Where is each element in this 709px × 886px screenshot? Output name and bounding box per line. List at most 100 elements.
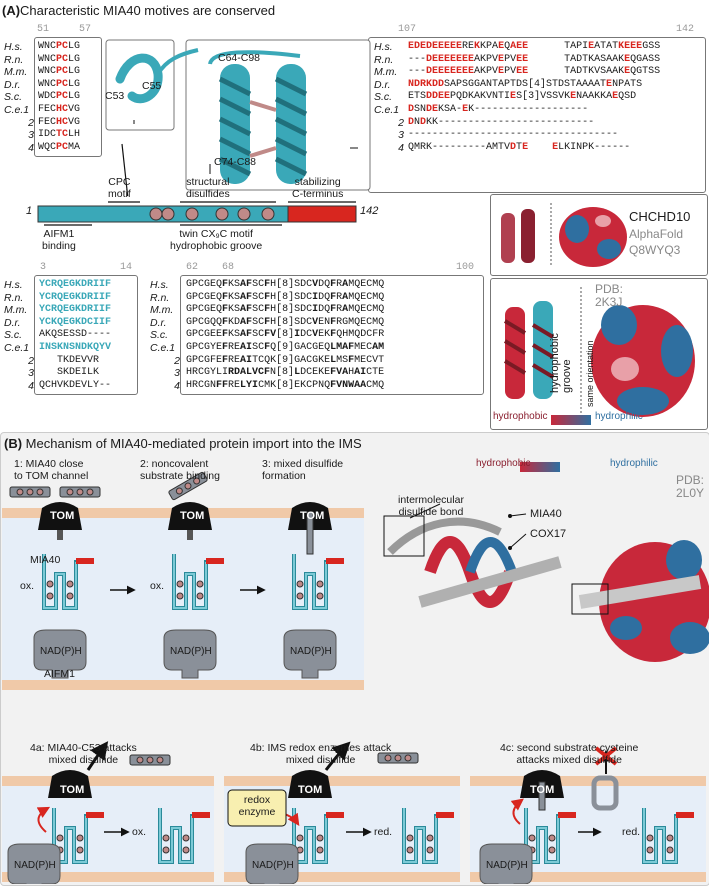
aifm-species-6: 2	[28, 354, 34, 367]
twin-cx9c-label: twin CX₉C motif hydrophobic groove	[170, 228, 263, 252]
nadph-label-4b: NAD(P)H	[252, 860, 294, 871]
tom-label-1: TOM	[50, 510, 75, 522]
aifm1-binding-label: AIFM1 binding	[42, 228, 76, 252]
twin-sequence-0: GPCGEQFKSAFSCFH[8]SDCVDQFRAMQECMQ	[186, 279, 385, 290]
chchd10-name: CHCHD10	[629, 209, 691, 224]
tom-label-3: TOM	[300, 510, 325, 522]
twin-species-2: M.m.	[150, 304, 174, 317]
c74-c88-label: C74-C88	[214, 156, 257, 168]
cpc-sequence-3: WNCPCLG	[38, 78, 81, 90]
cterm-species-3: D.r.	[374, 78, 391, 91]
cterm-sequence-6: DNDKK--------------------------	[408, 116, 595, 128]
cpc-sequence-4: WDCPCLG	[38, 91, 81, 103]
cpc-species-0: H.s.	[4, 41, 23, 53]
cterm-sequence-4: ETSDDEEPQDKAKVNTIES[3]VSSVKENAAKKAEQSD	[408, 91, 637, 103]
tom-label-4c: TOM	[530, 784, 555, 796]
twin-sequence-3: GPCGQQFKDAFSCFH[8]SDCVENFRGMQECMQ	[186, 316, 385, 328]
b-scale-left: hydrophobic	[476, 458, 531, 469]
cpc-sequence-5: FECHCVG	[38, 103, 81, 115]
chchd10-box: CHCHD10 AlphaFold Q8WYQ3	[490, 194, 708, 276]
step2-graphic	[163, 471, 226, 679]
groove-scale-left: hydrophobic	[493, 411, 548, 422]
aifm-species-0: H.s.	[4, 279, 23, 291]
step4b-label: 4b: IMS redox enzymes attack mixed disul…	[250, 742, 392, 766]
step3-label: 3: mixed disulfide formation	[262, 458, 344, 482]
aifm-species-3: D.r.	[4, 316, 21, 329]
step4a-label: 4a: MIA40-C53 attacks mixed disulfide	[30, 742, 137, 766]
c64-c98-label: C64-C98	[218, 52, 261, 64]
cpc-sequence-6: FECHCVG	[38, 116, 81, 128]
mia40-cox17-structure	[383, 462, 709, 662]
cterm-start-index: 107	[398, 24, 417, 35]
red-label-4c: red.	[622, 826, 641, 838]
twin-start-index: 62	[186, 262, 199, 273]
aifm-species-8: 4	[28, 379, 34, 392]
mechanism-diagram	[2, 462, 709, 884]
step2-label: 2: noncovalent substrate binding	[140, 458, 220, 482]
panel-b-title: (B) Mechanism of MIA40-mediated protein …	[4, 436, 362, 451]
helix-right	[274, 64, 308, 184]
twin-species-1: R.n.	[150, 291, 170, 304]
aifm1-label: AIFM1	[44, 668, 75, 680]
step4b-graphic	[227, 741, 456, 884]
cterm-species-8: 4	[398, 141, 404, 154]
cterm-sequence-5: DSNDEKSA-EK-------------------	[408, 103, 589, 115]
aifm-species-7: 3	[28, 367, 34, 380]
twin-species-3: D.r.	[150, 316, 167, 329]
step4a-graphic	[7, 741, 212, 884]
structural-disulfides-label: structural disulfides	[186, 176, 230, 200]
aifm-sequence-8: QCHVKDEVLY--	[39, 379, 112, 391]
aifm-sequence-2: YCRQEGKDRIIF	[39, 304, 112, 316]
aifm-start-index: 3	[40, 262, 47, 273]
aifm-sequence-0: YCRQEGKDRIIF	[39, 279, 112, 290]
cpc-species-8: 4	[28, 141, 34, 154]
cpc-species-7: 3	[28, 129, 34, 142]
chchd10-id: Q8WYQ3	[629, 243, 681, 257]
ox-label-1: ox.	[20, 580, 35, 592]
aifm-sequence-1: YCRQEGKDRIIF	[39, 291, 112, 303]
redox-enzyme-label: redox enzyme	[238, 794, 276, 818]
cpc-species-3: D.r.	[4, 78, 21, 91]
cpc-species-6: 2	[28, 116, 34, 129]
same-orientation-label: same orientation	[585, 340, 595, 407]
mia40-label: MIA40	[30, 554, 61, 566]
twin-sequence-6: GPCGFEFREAITCQK[9]GACGKELMSFMECVT	[186, 354, 385, 366]
aifm-sequence-7: SKDEILK	[39, 367, 100, 379]
cpc-sequence-0: WNCPCLG	[38, 41, 81, 52]
domain-end: 142	[360, 205, 379, 217]
red-label-4b: red.	[374, 826, 393, 838]
twin-species-0: H.s.	[150, 279, 169, 291]
twin-sequence-1: GPCGEQFKSAFSCFH[8]SDCIDQFRAMQECMQ	[186, 291, 385, 303]
aifm-species-4: S.c.	[4, 329, 23, 342]
chchd10-structure	[501, 203, 627, 267]
nadph-label-4c: NAD(P)H	[486, 860, 528, 871]
aifm-species-2: M.m.	[4, 304, 28, 317]
twin-mid-index: 68	[222, 262, 235, 273]
aifm-sequence-4: AKQSESSD----	[39, 329, 112, 341]
groove-scale-right: hydrophilic	[595, 411, 643, 422]
cterm-species-6: 2	[398, 116, 404, 129]
cpc-sequence-2: WNCPCLG	[38, 66, 81, 78]
mia40-domain-bar	[37, 201, 357, 226]
c-terminus-label: stabilizing C-terminus	[292, 176, 344, 200]
aifm-sequence-3: YCKQEGKDCIIF	[39, 316, 112, 328]
groove-label: hydrophobic groove	[549, 333, 573, 393]
panel-a-title: (A)Characteristic MIA40 motives are cons…	[2, 3, 276, 18]
cterm-species-0: H.s.	[374, 41, 393, 53]
cterm-species-4: S.c.	[374, 91, 393, 104]
twin-sequence-4: GPCGEEFKSAFSCFV[8]IDCVEKFQHMQDCFR	[186, 329, 385, 341]
groove-label-wrap: hydrophobic groove	[549, 315, 573, 395]
cpc-species-1: R.n.	[4, 53, 24, 66]
twin-sequence-5: GPCGYEFREAISCFQ[9]GACGEQLMAFMECAM	[186, 341, 385, 353]
b-scale-right: hydrophilic	[610, 458, 658, 469]
aifm-species-5: C.e.1	[4, 341, 30, 354]
cpc-species-2: M.m.	[4, 66, 28, 79]
nadph-label-2: NAD(P)H	[170, 646, 212, 657]
